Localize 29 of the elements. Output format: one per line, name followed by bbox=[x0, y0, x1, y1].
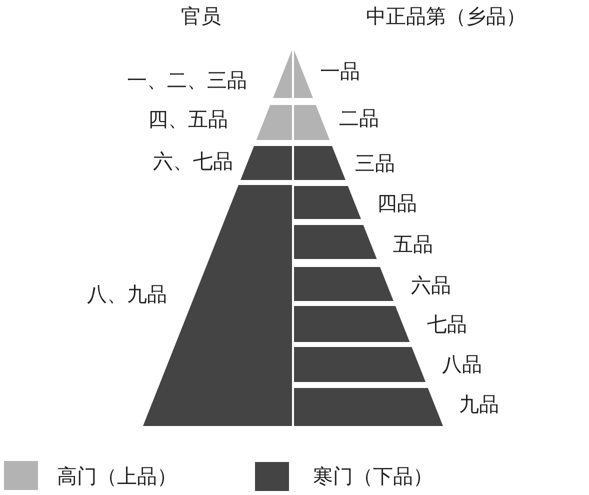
rank-label: 三品 bbox=[355, 152, 395, 174]
pyramid-apex bbox=[294, 50, 313, 98]
rank-label: 六品 bbox=[411, 274, 451, 296]
legend-label: 高门（上品） bbox=[57, 465, 177, 487]
column-heading: 官员 bbox=[181, 5, 221, 27]
pyramid-tier bbox=[294, 105, 330, 140]
pyramid-tier bbox=[294, 146, 346, 180]
pyramid-tier bbox=[294, 225, 377, 259]
pyramid-tier bbox=[256, 105, 292, 140]
pyramid-apex bbox=[273, 50, 292, 98]
pyramid-tier bbox=[294, 388, 443, 426]
rank-label: 四品 bbox=[377, 192, 417, 214]
rank-label: 六、七品 bbox=[153, 150, 233, 172]
rank-label: 八、九品 bbox=[87, 283, 167, 305]
rank-label: 八品 bbox=[442, 353, 482, 375]
column-heading: 中正品第（乡品） bbox=[366, 5, 526, 27]
pyramid-tier bbox=[294, 306, 410, 342]
rank-label: 一、二、三品 bbox=[127, 69, 247, 91]
pyramid-tier bbox=[294, 186, 361, 219]
pyramid-tier bbox=[240, 146, 292, 180]
rank-label: 二品 bbox=[339, 107, 379, 129]
legend-label: 寒门（下品） bbox=[313, 465, 433, 487]
rank-label: 一品 bbox=[320, 60, 360, 82]
rank-label: 五品 bbox=[393, 233, 433, 255]
pyramid-tier bbox=[294, 347, 426, 382]
rank-label: 九品 bbox=[459, 393, 499, 415]
rank-label: 四、五品 bbox=[148, 108, 228, 130]
pyramid-tier bbox=[294, 267, 394, 301]
rank-label: 七品 bbox=[427, 313, 467, 335]
